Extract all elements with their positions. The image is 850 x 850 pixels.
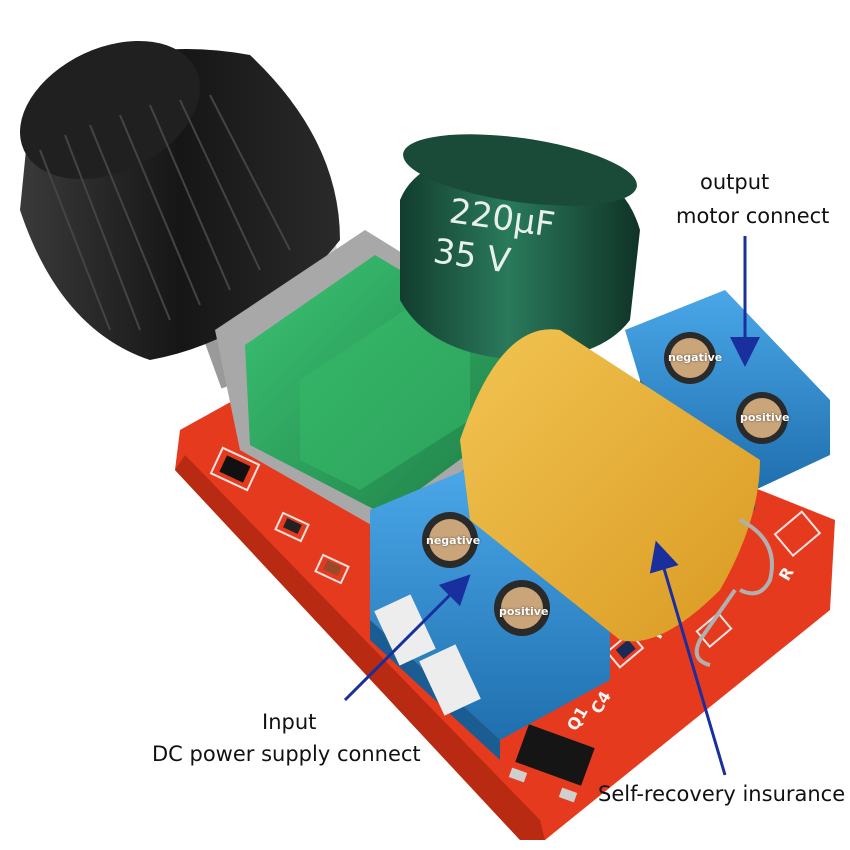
input-label-line2: DC power supply connect bbox=[152, 742, 421, 766]
fuse-label: Self-recovery insurance bbox=[598, 782, 846, 806]
input-negative-label: negative bbox=[426, 534, 481, 547]
input-positive-label: positive bbox=[499, 605, 549, 618]
input-label-line1: Input bbox=[262, 710, 317, 734]
output-label-line1: output bbox=[700, 170, 770, 194]
capacitor: 220µF 35 V bbox=[400, 134, 640, 360]
output-label-line2: motor connect bbox=[676, 204, 830, 228]
input-terminal-block bbox=[370, 470, 610, 760]
output-positive-label: positive bbox=[740, 411, 790, 424]
resettable-fuse bbox=[460, 329, 774, 667]
annotation-arrows bbox=[343, 236, 760, 776]
input-arrow bbox=[343, 574, 471, 702]
fuse-arrow bbox=[649, 540, 727, 776]
output-negative-label: negative bbox=[668, 351, 723, 364]
